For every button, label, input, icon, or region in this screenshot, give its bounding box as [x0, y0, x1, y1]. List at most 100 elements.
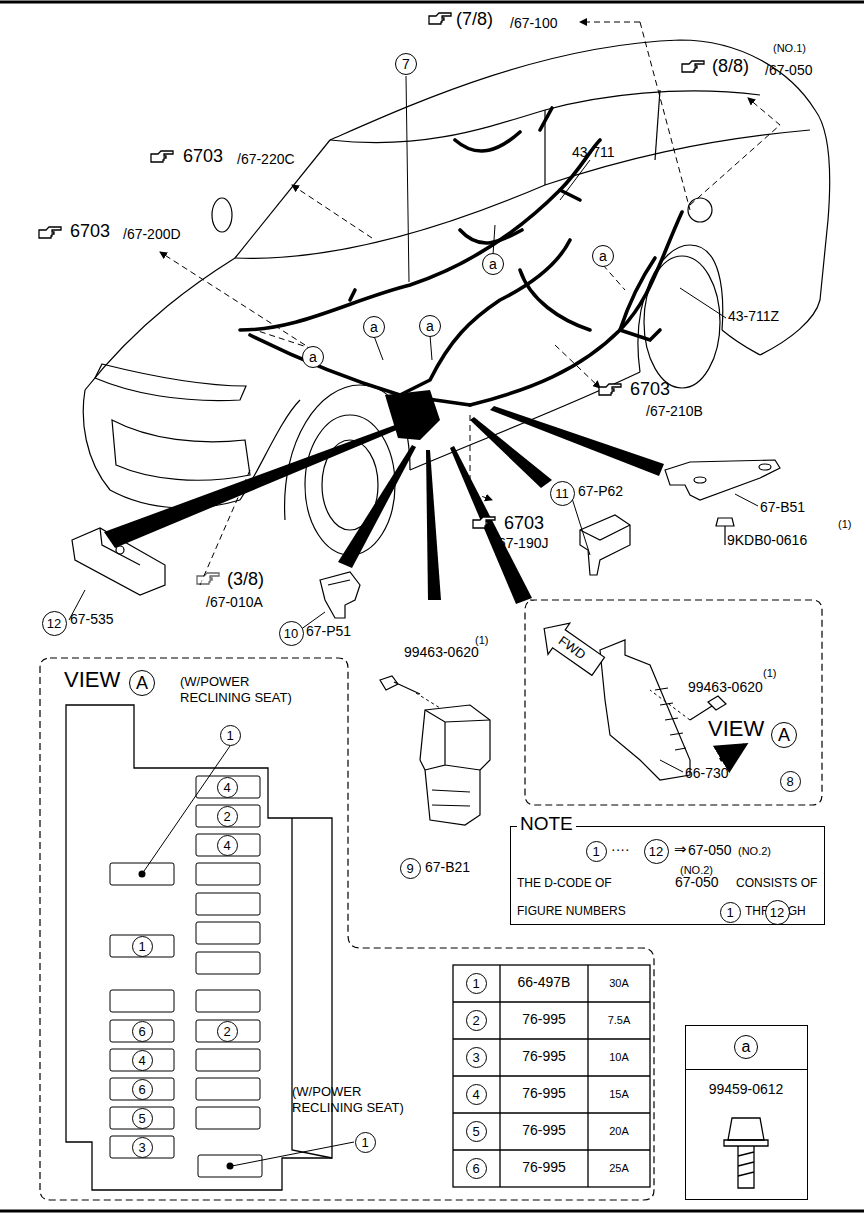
part-label: /67-220C: [237, 152, 295, 167]
callout-number: a: [363, 316, 385, 338]
fastener-box: a 99459-0612: [685, 1025, 808, 1200]
callout-number: a: [592, 245, 614, 267]
callout-number: a: [419, 315, 441, 337]
part-label: 67-B51: [760, 500, 805, 515]
part-label: 66-497B: [518, 975, 571, 990]
callout-number: 11: [550, 481, 575, 506]
callout-number: 4: [217, 777, 238, 798]
part-label: 43-711: [572, 145, 615, 160]
part-label: /67-200D: [123, 227, 181, 242]
callout-number: 4: [132, 1050, 153, 1071]
part-label: (1): [838, 518, 851, 530]
callout-number: 3: [466, 1047, 487, 1068]
part-label: 67-050: [688, 843, 732, 858]
part-label: ⇒: [674, 841, 687, 858]
callout-number: 1: [355, 1132, 376, 1153]
car-outline: [83, 40, 830, 555]
part-label: CONSISTS OF: [736, 877, 817, 890]
part-label: 6703: [183, 147, 223, 167]
callout-number: 6: [132, 1079, 153, 1100]
part-label: .: [797, 905, 800, 918]
callout-number: a: [302, 346, 324, 368]
callout-wedge: [104, 406, 664, 604]
part-label: (1): [763, 667, 776, 679]
part-label: 76-995: [522, 1160, 566, 1175]
wiring-harness: [240, 108, 682, 405]
note-text: (W/POWER RECLINING SEAT): [180, 674, 300, 707]
callout-number: 12: [42, 611, 67, 636]
bolt-symbol: [724, 1118, 768, 1188]
part-label: 67-B21: [425, 860, 470, 875]
reference-leader: [160, 22, 780, 585]
part-label: /67-210B: [646, 404, 703, 419]
part-label: /67-010A: [206, 595, 263, 610]
callout-number: 2: [217, 806, 238, 827]
fwd-arrow: [533, 613, 609, 682]
callout-number: 9: [400, 858, 421, 879]
part-label: 30A: [609, 977, 629, 989]
part-number: 99459-0612: [709, 1082, 784, 1097]
part-label: 76-995: [522, 1012, 566, 1027]
callout-number: 1: [720, 902, 741, 923]
fuse-block: [66, 705, 332, 1190]
callout-number: 6: [132, 1021, 153, 1042]
part-label: 99463-0620: [404, 645, 479, 660]
callout-number: 1: [220, 725, 241, 746]
part-label: 66-730: [685, 766, 729, 781]
fuse-table: [453, 965, 650, 1187]
part-label: 67-050: [675, 875, 719, 890]
part-label: VIEW: [64, 668, 120, 692]
part-label: /67-050: [765, 63, 812, 78]
part-label: 76-995: [522, 1049, 566, 1064]
part-label: 6703: [70, 222, 110, 242]
callout-number: 12: [765, 900, 790, 925]
callout-number: 12: [644, 839, 669, 864]
part-label: 9KDB0-0616: [727, 533, 807, 548]
callout-number: 4: [466, 1084, 487, 1105]
callout-number: 1: [586, 841, 607, 862]
callout-number: 5: [132, 1108, 153, 1129]
note-box: NOTE: [510, 826, 825, 925]
part-label: (NO.1): [773, 42, 806, 54]
callout-number: 8: [780, 771, 801, 792]
part-label: 20A: [609, 1125, 629, 1137]
part-label: (7/8): [456, 10, 493, 30]
part-label: ····: [611, 842, 630, 857]
part-label: 67-P62: [578, 484, 623, 499]
part-label: (NO.2): [738, 845, 771, 857]
callout-number: 1: [466, 973, 487, 994]
part-label: 67-535: [70, 612, 114, 627]
box-header: a: [686, 1026, 807, 1070]
callout-number: 6: [466, 1158, 487, 1179]
part-label: 15A: [609, 1088, 629, 1100]
callout-number: a: [482, 253, 504, 275]
part-label: /67-100: [510, 16, 557, 31]
callout-number: 7: [395, 53, 417, 75]
part-label: 99463-0620: [688, 680, 763, 695]
callout-number: 2: [217, 1021, 238, 1042]
part-label: 10A: [609, 1051, 629, 1063]
part-label: /67-190J: [494, 536, 548, 551]
callout-number: A: [771, 722, 797, 748]
part-label: THE D-CODE OF: [517, 877, 612, 890]
callout-number: a: [734, 1035, 758, 1059]
callout-number: 3: [132, 1137, 153, 1158]
part-label: 25A: [609, 1162, 629, 1174]
callout-number: 10: [279, 621, 304, 646]
callout-number: 1: [132, 936, 153, 957]
part-label: 6703: [504, 514, 544, 534]
part-label: 43-711Z: [728, 309, 779, 324]
part-label: FIGURE NUMBERS: [517, 905, 626, 918]
callout-number: 5: [466, 1121, 487, 1142]
part-label: VIEW: [708, 717, 764, 741]
view-panel: [40, 600, 822, 1200]
part-label: 7.5A: [608, 1014, 631, 1026]
callout-number: 4: [217, 835, 238, 856]
part-drawing: [72, 460, 780, 825]
part-label: 76-995: [522, 1123, 566, 1138]
part-label: (8/8): [712, 57, 749, 77]
part-label: (3/8): [227, 570, 264, 590]
part-label: 6703: [630, 380, 670, 400]
note-text: (W/POWER RECLINING SEAT): [292, 1084, 417, 1117]
